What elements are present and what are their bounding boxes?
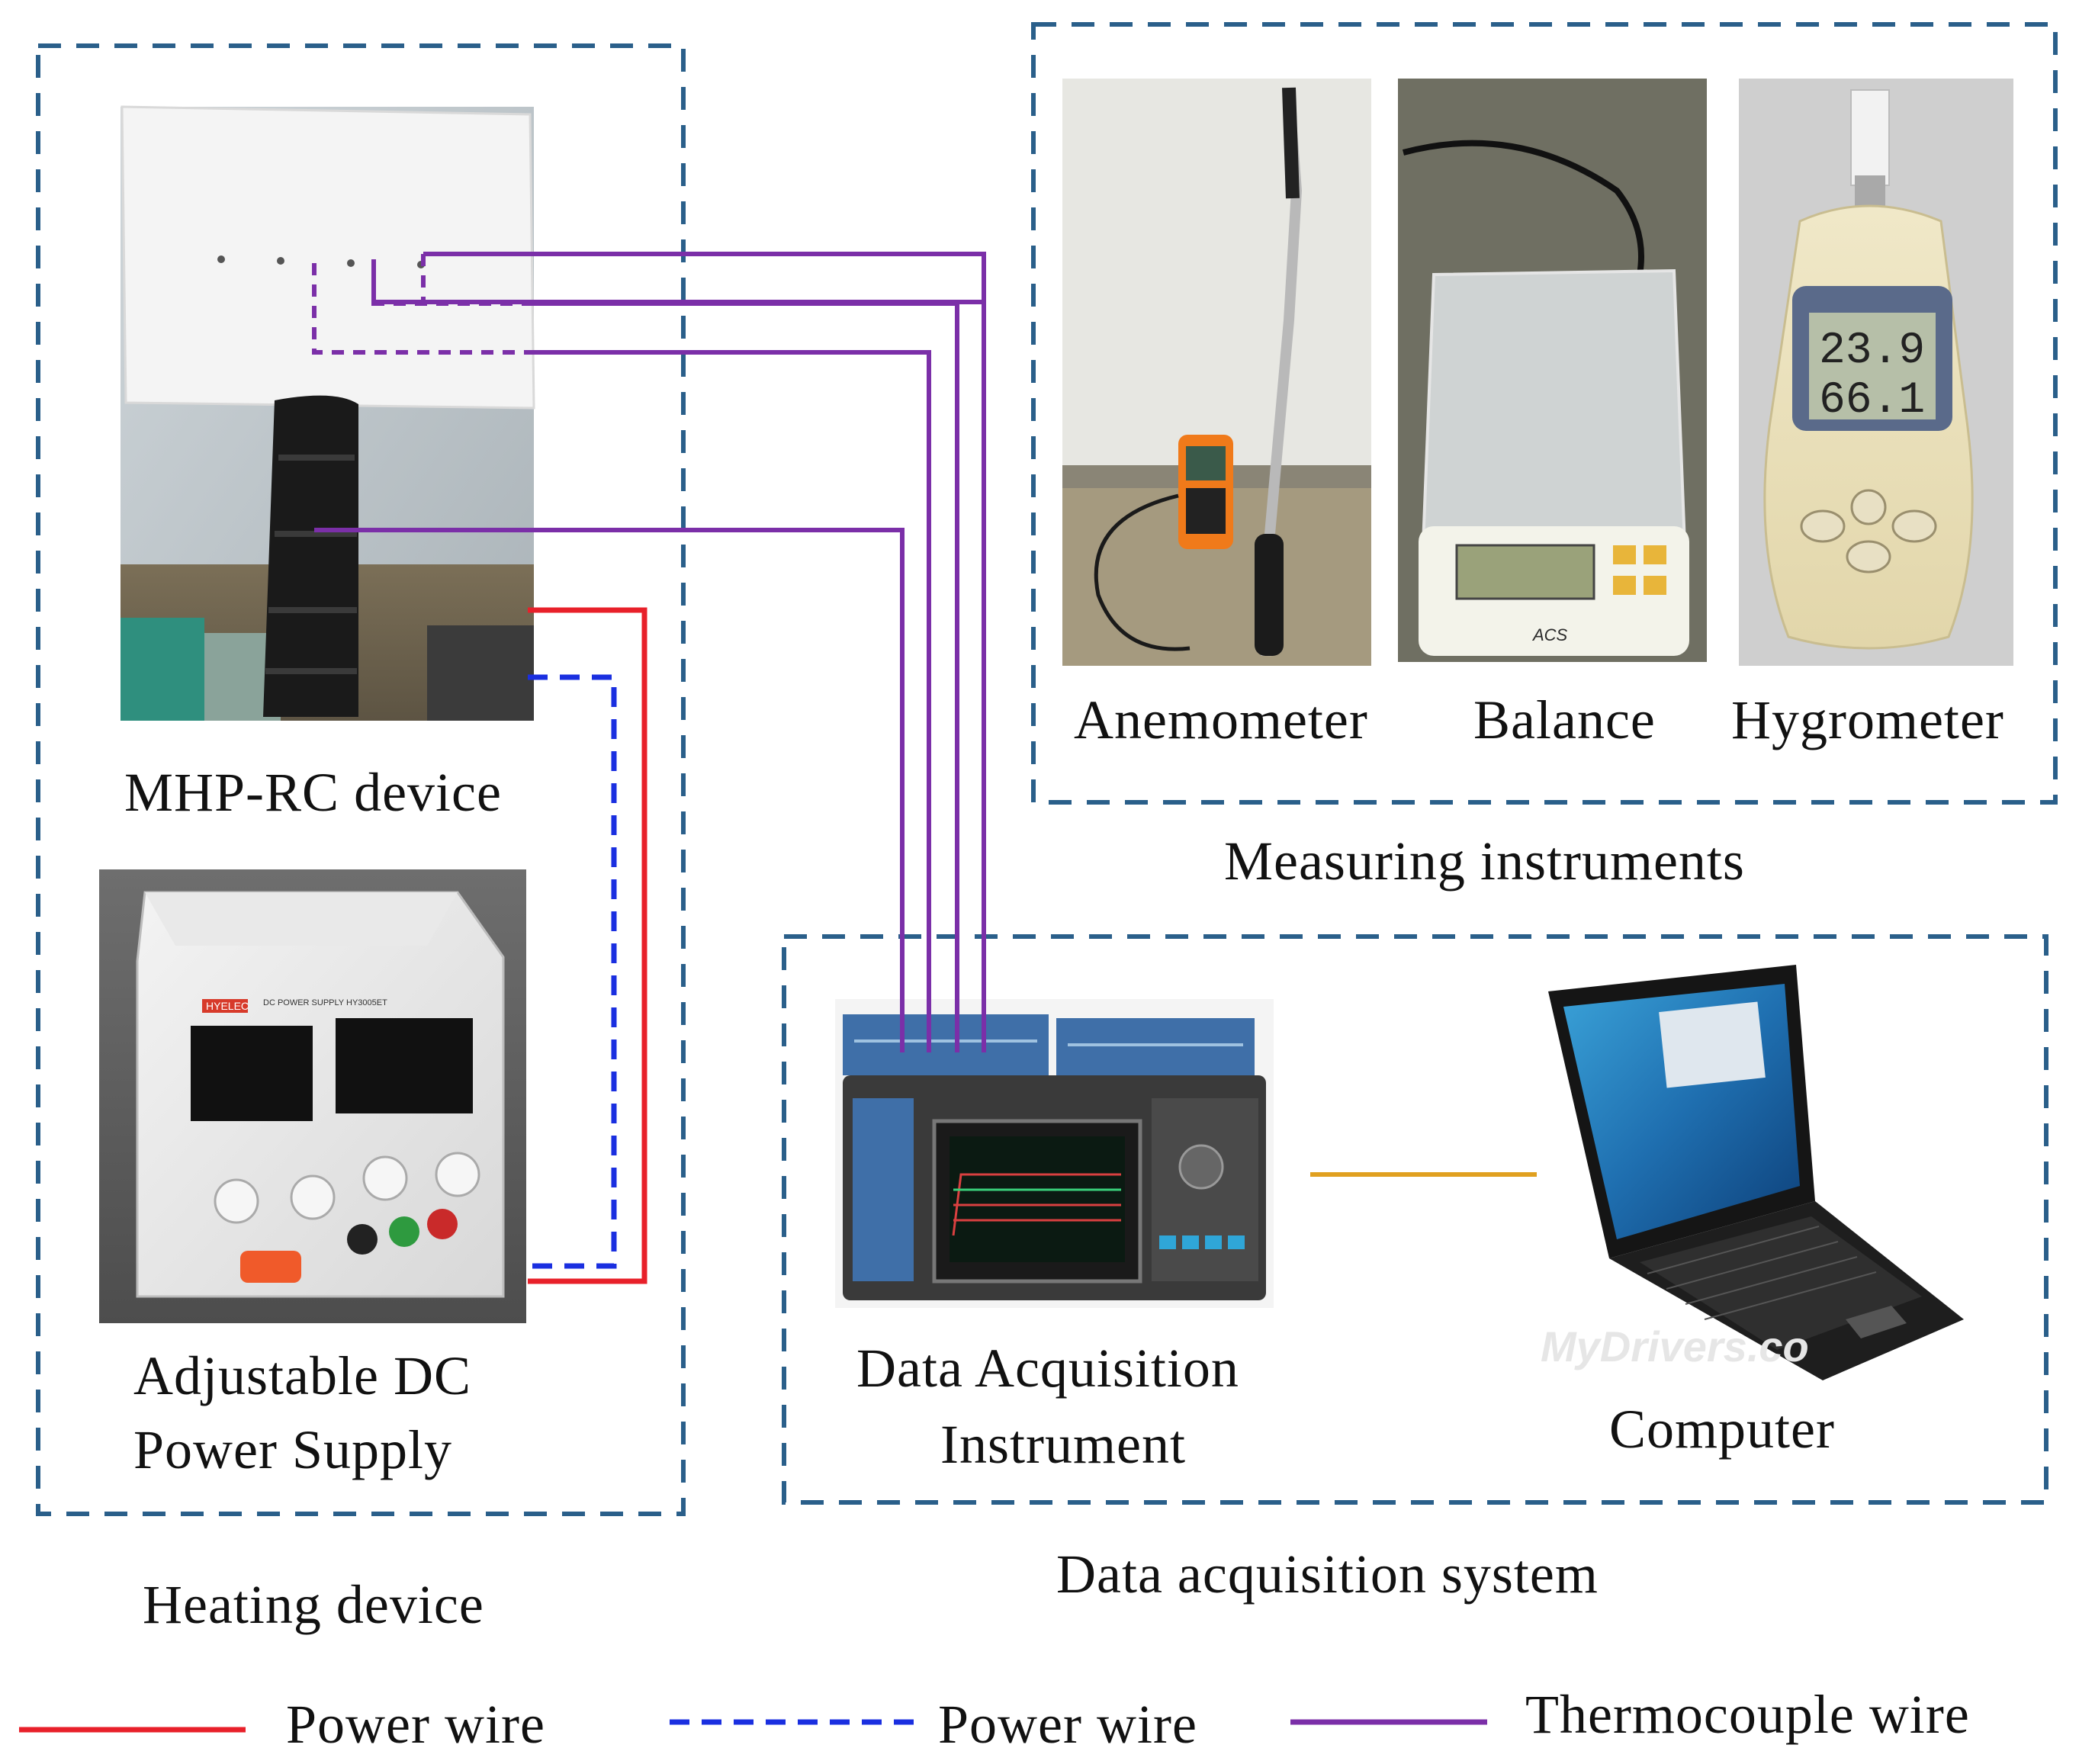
thermocouple-wire-d [314,528,905,1052]
mhp-rc-device-label: MHP-RC device [124,762,502,823]
balance-brand-text: ACS [1531,625,1568,644]
measuring-instruments-group-label: Measuring instruments [1224,831,1745,892]
hygrometer-label: Hygrometer [1731,689,2004,750]
anemometer-photo [1062,79,1371,666]
hygrometer-humidity-readout: 66.1 [1819,376,1925,426]
heating-device-group-label: Heating device [143,1574,484,1635]
balance-photo: ACS [1398,79,1707,662]
hygrometer-photo: 23.9 66.1 [1739,79,2013,666]
thermocouple-wire-b [371,259,534,306]
thermocouple-wire-a [431,252,986,1052]
watermark-text: MyDrivers.co [1541,1322,1809,1370]
legend-label-power-solid: Power wire [286,1694,545,1755]
psu-brand-text: HYELEC [206,1000,249,1012]
legend-label-power-dashed: Power wire [938,1694,1197,1755]
psu-model-text: DC POWER SUPPLY HY3005ET [263,998,387,1007]
mhp-rc-device-photo [120,105,535,721]
measuring-instruments-group-box [1031,22,2058,805]
heating-device-group-box [36,43,686,1516]
hygrometer-temp-readout: 23.9 [1819,326,1925,376]
data-acquisition-instrument-photo [835,999,1274,1308]
daq-label-line1: Data Acquisition [856,1338,1239,1399]
balance-label: Balance [1473,689,1656,750]
daq-label-line2: Instrument [940,1414,1186,1475]
thermocouple-wire-c [312,263,534,355]
power-wire-solid [528,607,647,1284]
thermocouple-wires [312,252,986,1052]
thermocouple-wire-b-solid [534,301,959,1052]
dc-power-supply-photo: HYELEC DC POWER SUPPLY HY3005ET [99,869,526,1323]
computer-laptop-photo: MyDrivers.co [1541,965,1964,1380]
data-acquisition-group-box [782,934,2048,1505]
legend-label-thermocouple: Thermocouple wire [1525,1684,1970,1745]
power-wire-dashed [528,674,617,1269]
power-supply-label-line1: Adjustable DC [133,1345,471,1406]
power-supply-label-line2: Power Supply [133,1419,453,1480]
anemometer-label: Anemometer [1074,689,1368,750]
computer-label: Computer [1609,1399,1835,1460]
thermocouple-wire-c-solid [534,350,931,1052]
data-acquisition-group-label: Data acquisition system [1056,1544,1599,1605]
